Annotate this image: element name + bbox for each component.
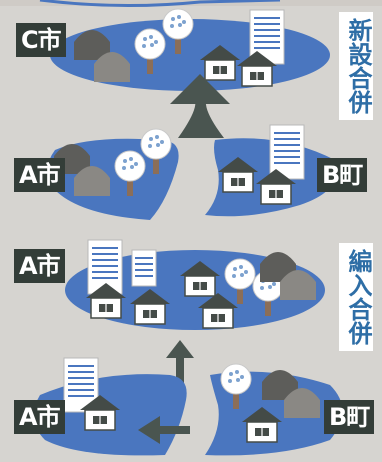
b-town-label: B町 [317,158,368,192]
absorb-arrow-shaft [176,356,184,388]
merge-arrow [178,100,224,138]
b-town-before-label: B町 [324,400,375,434]
absorption-merger-label: 編入合併 [339,243,373,351]
absorb-left-arrow-head [138,416,160,444]
building-icon [131,249,157,287]
absorb-arrow-head [166,340,194,358]
c-city-label: C市 [16,23,66,57]
cropped-heading-stroke [39,0,281,8]
absorb-left-arrow-shaft [156,426,190,434]
a-city-before-label: A市 [14,400,65,434]
new-merger-label: 新設合併 [339,12,373,120]
merge-arrow-head [170,74,230,104]
a-city-label: A市 [14,158,65,192]
a-city-merged-label: A市 [14,249,65,283]
